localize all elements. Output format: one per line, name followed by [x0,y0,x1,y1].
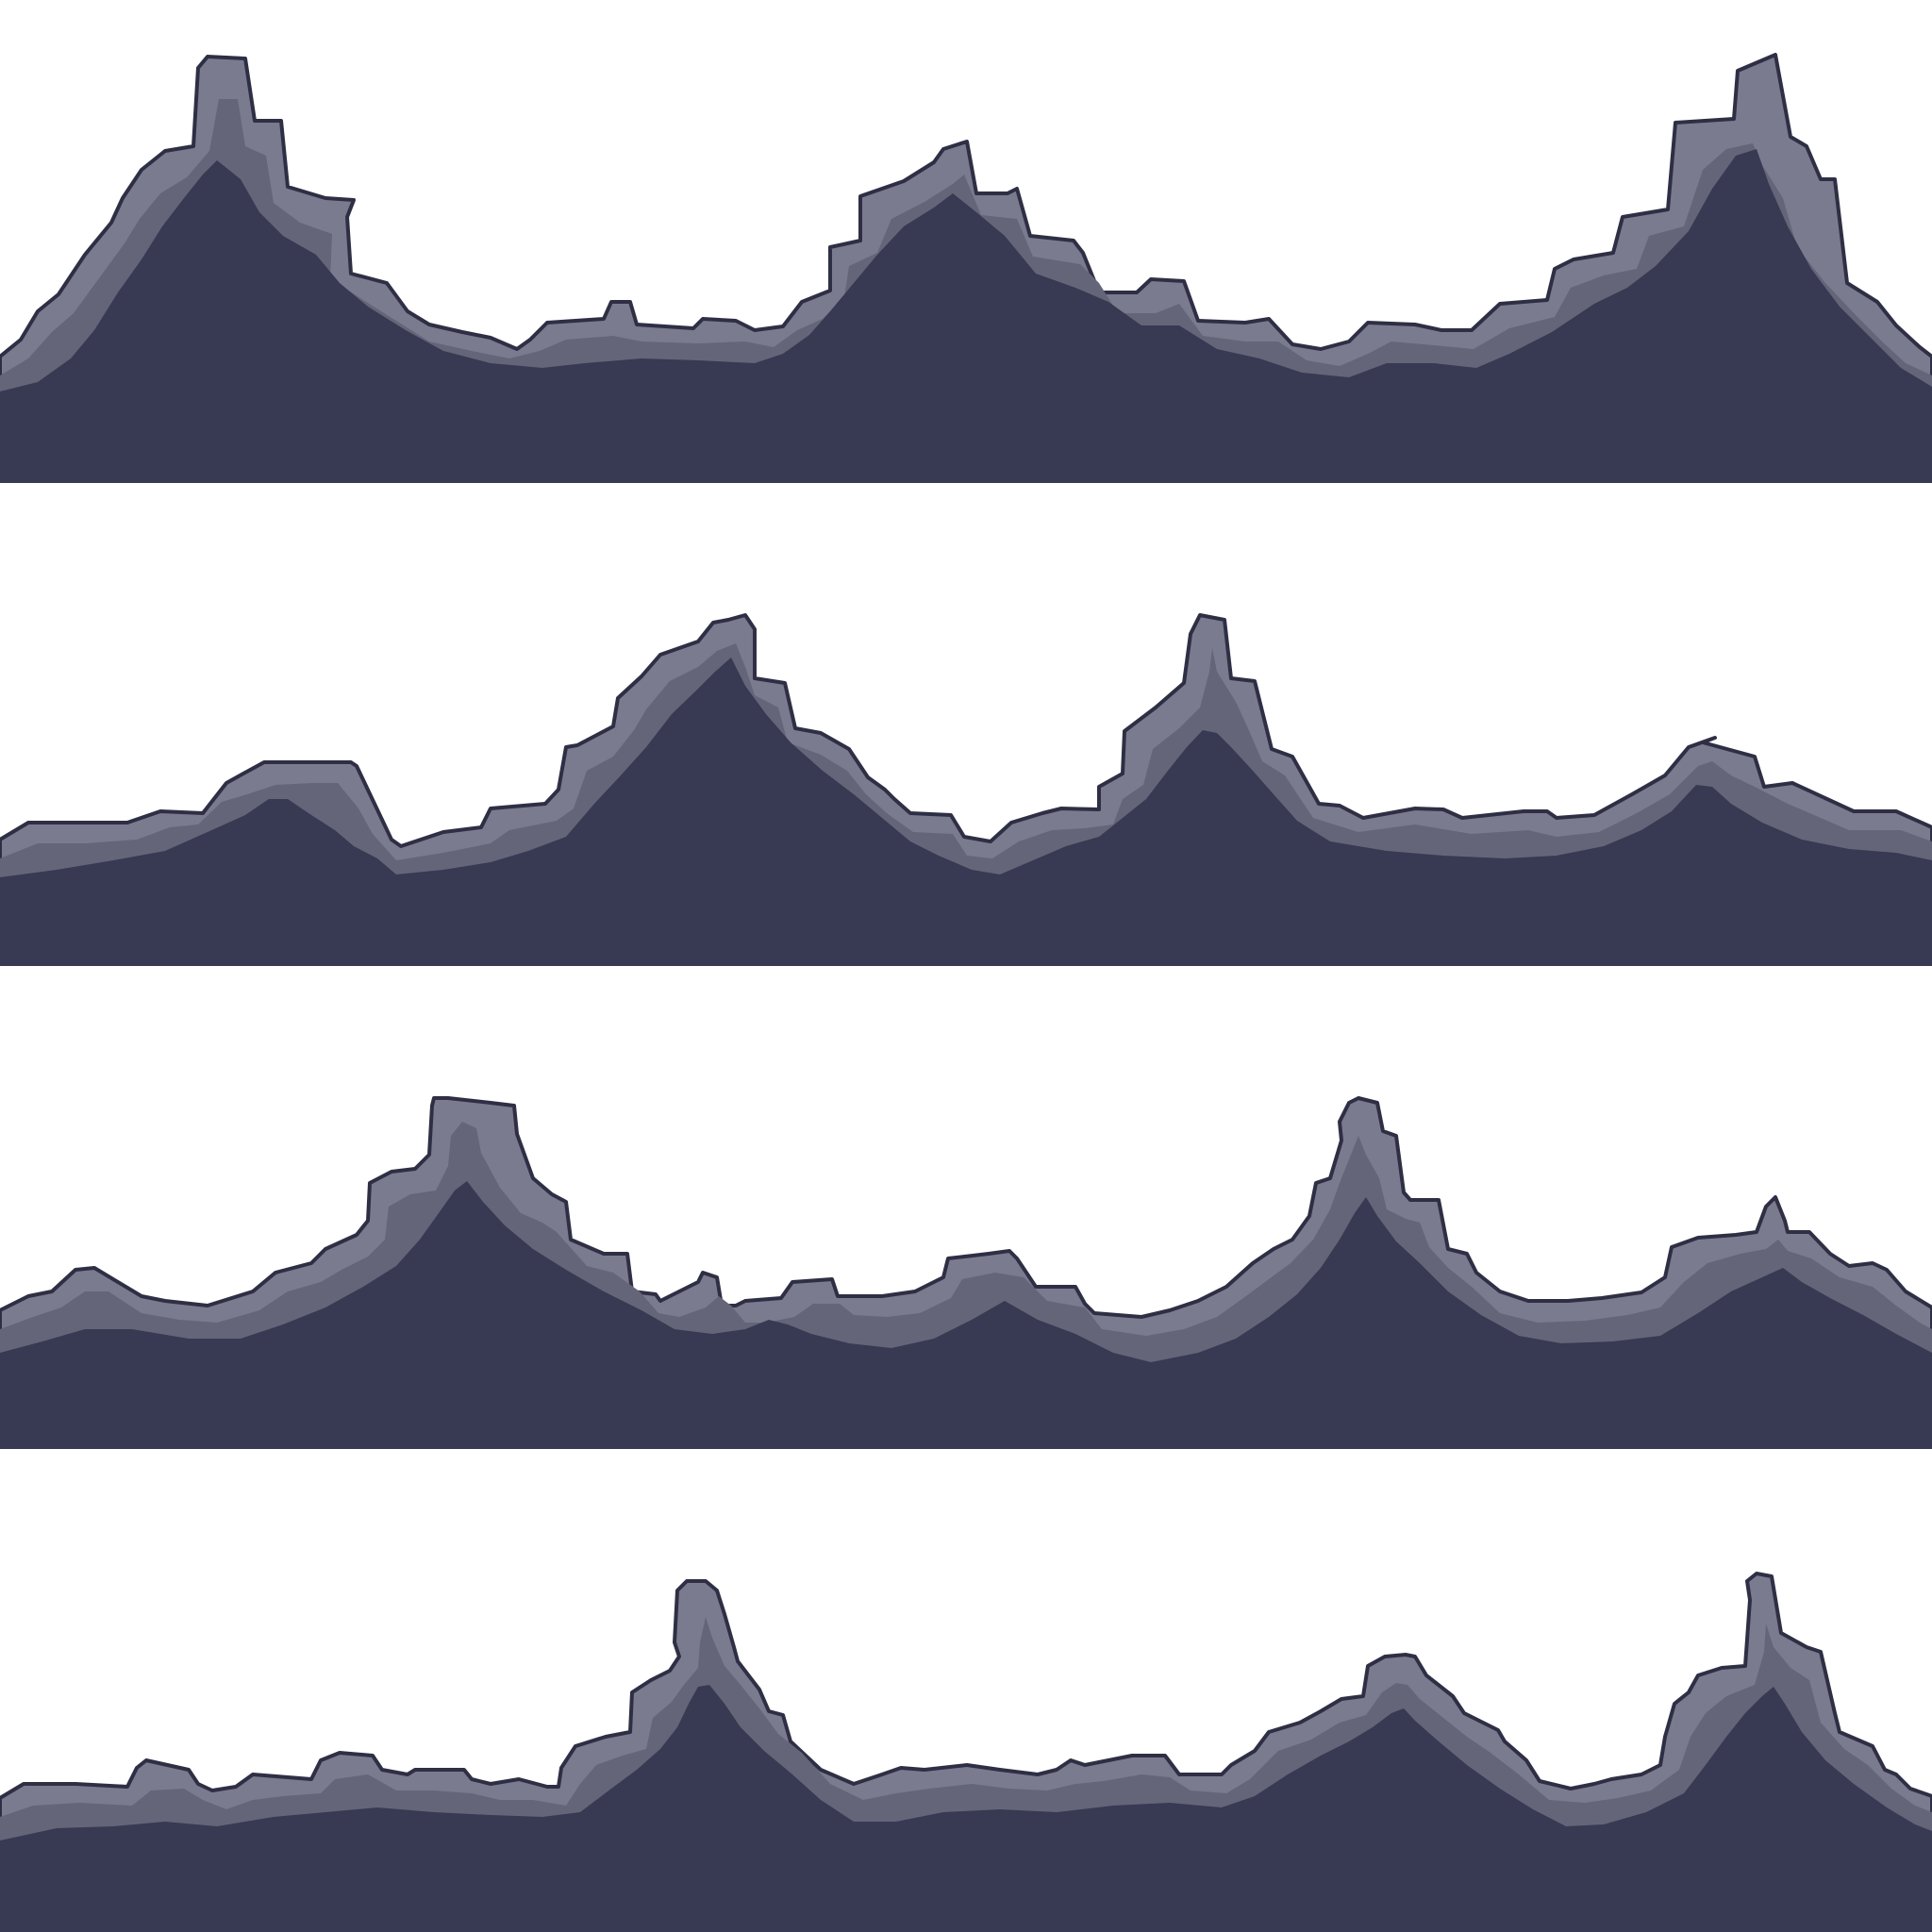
mountain-strip-2-body [0,658,1932,966]
mountain-strip-2-art [0,613,1932,966]
mountain-strip-2 [0,483,1932,966]
mountain-strip-4-body [0,1685,1932,1932]
mountain-strip-3 [0,966,1932,1449]
mountain-strip-1 [0,0,1932,483]
mountain-strip-1-art [0,53,1932,483]
mountain-strip-4-art [0,1572,1932,1932]
mountain-strip-4 [0,1449,1932,1932]
mountain-strip-3-art [0,1096,1932,1449]
mountain-strip-1-body [0,149,1932,483]
mountain-strip-3-body [0,1181,1932,1449]
